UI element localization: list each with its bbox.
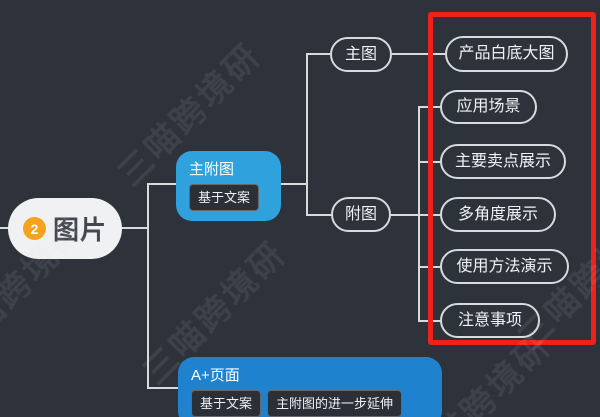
node-precautions[interactable]: 注意事项 xyxy=(440,303,540,338)
node-selling-points[interactable]: 主要卖点展示 xyxy=(440,144,566,179)
connector xyxy=(306,214,332,216)
node-attached-image[interactable]: 附图 xyxy=(331,197,391,232)
number-badge: 2 xyxy=(22,217,46,240)
connector xyxy=(418,106,420,322)
connector xyxy=(0,227,9,229)
red-highlight-rectangle xyxy=(428,12,596,345)
tag-based-on-copy[interactable]: 基于文案 xyxy=(189,184,260,211)
node-usage-demo[interactable]: 使用方法演示 xyxy=(440,249,569,284)
tag-extension-of-main-attached[interactable]: 主附图的进一步延伸 xyxy=(267,390,403,417)
topic-aplus-page[interactable]: A+页面 基于文案 主附图的进一步延伸 xyxy=(178,357,442,417)
tag-based-on-copy[interactable]: 基于文案 xyxy=(191,390,262,417)
node-use-scenario[interactable]: 应用场景 xyxy=(440,90,537,124)
topic-title: A+页面 xyxy=(191,367,240,384)
node-multi-angle[interactable]: 多角度展示 xyxy=(440,197,556,232)
connector xyxy=(147,387,179,389)
connector xyxy=(390,214,442,216)
root-node-label: 图片 xyxy=(52,215,107,245)
connector xyxy=(306,53,331,55)
connector xyxy=(147,183,149,389)
root-node-images[interactable]: 2 图片 xyxy=(8,198,122,259)
node-main-image[interactable]: 主图 xyxy=(330,37,392,72)
connector xyxy=(121,227,148,229)
connector xyxy=(306,54,308,216)
connector xyxy=(392,53,446,55)
topic-title: 主附图 xyxy=(189,161,235,178)
connector xyxy=(280,183,308,185)
node-product-white-bg[interactable]: 产品白底大图 xyxy=(445,36,568,72)
topic-main-attached-image[interactable]: 主附图 基于文案 xyxy=(176,151,281,221)
connector xyxy=(147,183,177,185)
